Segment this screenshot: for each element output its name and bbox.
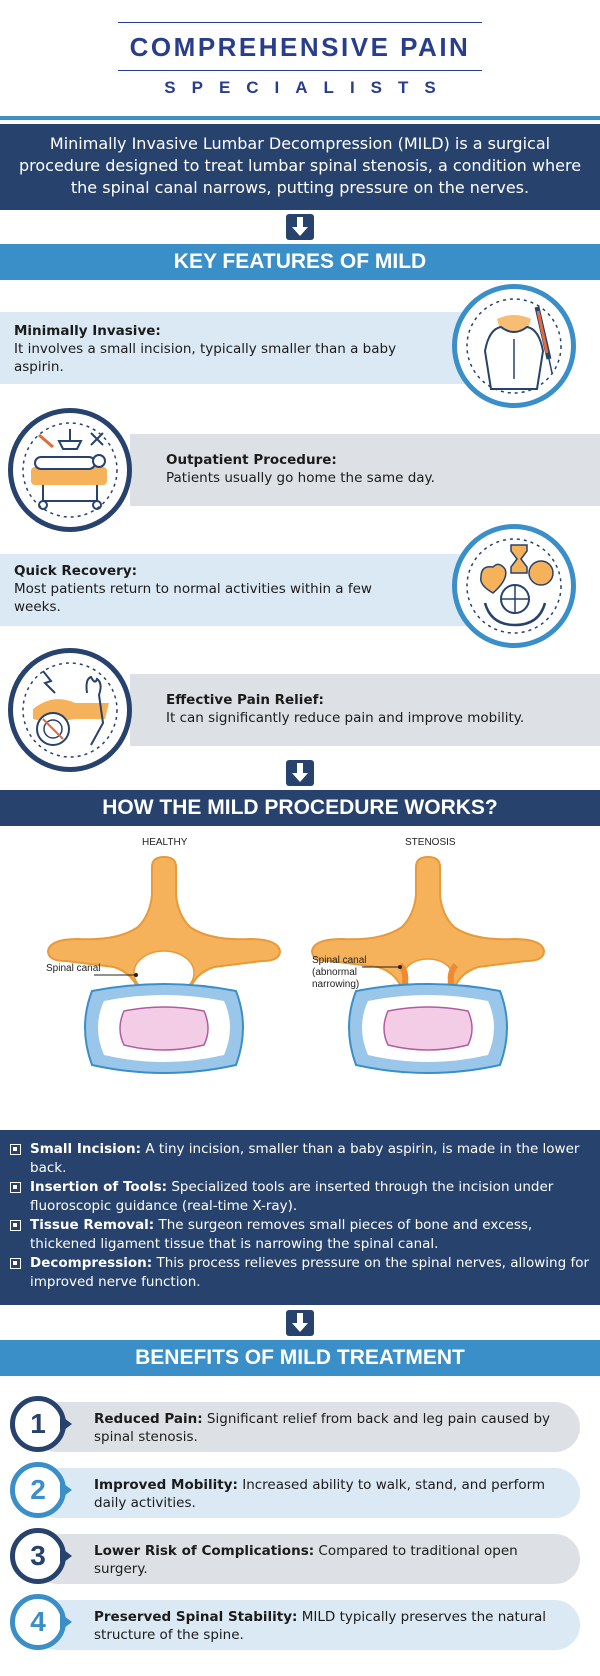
feature-title: Outpatient Procedure: xyxy=(166,452,337,468)
benefit-pill xyxy=(32,1468,580,1518)
feature-quick-recovery: Quick Recovery: Most patients return to … xyxy=(14,562,414,616)
step-term: Decompression: xyxy=(30,1255,153,1271)
checkbox-bullet-icon xyxy=(10,1182,21,1193)
feature-outpatient: Outpatient Procedure: Patients usually g… xyxy=(166,451,586,487)
pointer-icon xyxy=(60,1481,72,1499)
benefits-heading: BENEFITS OF MILD TREATMENT xyxy=(135,1346,465,1369)
key-features-band: KEY FEATURES OF MILD xyxy=(0,244,600,280)
down-arrow-icon xyxy=(286,1310,314,1336)
checkbox-bullet-icon xyxy=(10,1258,21,1269)
benefit-pill xyxy=(32,1402,580,1452)
pointer-icon xyxy=(60,1415,72,1433)
benefit-pill xyxy=(32,1600,580,1650)
feature-minimally-invasive: Minimally Invasive: It involves a small … xyxy=(14,322,444,376)
spine-comparison-diagram xyxy=(46,855,546,1074)
key-features-heading: KEY FEATURES OF MILD xyxy=(173,250,427,273)
healthy-label: HEALTHY xyxy=(142,837,188,848)
benefit-item: 2 Improved Mobility: Increased ability t… xyxy=(10,1462,580,1518)
benefit-term: Improved Mobility: xyxy=(94,1477,238,1493)
procedure-steps-list: Small Incision: A tiny incision, smaller… xyxy=(10,1140,590,1292)
header-stripe xyxy=(0,116,600,120)
benefit-item: 1 Reduced Pain: Significant relief from … xyxy=(10,1396,580,1452)
feature-desc: It can significantly reduce pain and imp… xyxy=(166,710,525,726)
benefit-number: 4 xyxy=(10,1594,66,1650)
benefit-text: Improved Mobility: Increased ability to … xyxy=(94,1476,562,1512)
spinal-canal-annotation: Spinal canal xyxy=(312,955,367,966)
how-it-works-heading: HOW THE MILD PROCEDURE WORKS? xyxy=(102,796,498,819)
benefit-item: 4 Preserved Spinal Stability: MILD typic… xyxy=(10,1594,580,1650)
down-arrow-icon xyxy=(286,214,314,240)
checkbox-bullet-icon xyxy=(10,1220,21,1231)
step-term: Insertion of Tools: xyxy=(30,1179,168,1195)
procedure-step: Insertion of Tools: Specialized tools ar… xyxy=(10,1178,590,1216)
step-text: This process relieves pressure on the sp… xyxy=(30,1255,590,1290)
intro-text: Minimally Invasive Lumbar Decompression … xyxy=(18,134,582,197)
feature-row-bg xyxy=(0,554,470,626)
page-subtitle: SPECIALISTS xyxy=(164,78,452,97)
benefit-number: 1 xyxy=(10,1396,66,1452)
checkbox-bullet-icon xyxy=(10,1144,21,1155)
recovery-hands-icon xyxy=(452,524,576,648)
narrowing-annotation: narrowing) xyxy=(312,979,360,990)
step-text: The surgeon removes small pieces of bone… xyxy=(30,1217,533,1252)
intro-banner: Minimally Invasive Lumbar Decompression … xyxy=(0,124,600,210)
benefit-desc: Significant relief from back and leg pai… xyxy=(94,1411,551,1445)
procedure-step: Tissue Removal: The surgeon removes smal… xyxy=(10,1216,590,1254)
benefit-text: Reduced Pain: Significant relief from ba… xyxy=(94,1410,562,1446)
benefit-number: 2 xyxy=(10,1462,66,1518)
benefit-number: 3 xyxy=(10,1528,66,1584)
benefits-band: BENEFITS OF MILD TREATMENT xyxy=(0,1340,600,1376)
benefit-desc: MILD typically preserves the natural str… xyxy=(94,1609,546,1643)
patient-bed-icon xyxy=(8,408,132,532)
step-term: Tissue Removal: xyxy=(30,1217,155,1233)
stenosis-vertebra xyxy=(310,855,546,1074)
feature-desc: Patients usually go home the same day. xyxy=(166,470,435,486)
benefit-item: 3 Lower Risk of Complications: Compared … xyxy=(10,1528,580,1584)
feature-desc: Most patients return to normal activitie… xyxy=(14,581,372,615)
benefit-desc: Increased ability to walk, stand, and pe… xyxy=(94,1477,546,1511)
pointer-icon xyxy=(60,1547,72,1565)
feature-row-bg xyxy=(130,674,600,746)
procedure-steps-panel: Small Incision: A tiny incision, smaller… xyxy=(0,1130,600,1305)
benefit-pill xyxy=(32,1534,580,1584)
benefit-term: Lower Risk of Complications: xyxy=(94,1543,315,1559)
benefit-term: Preserved Spinal Stability: xyxy=(94,1609,298,1625)
pointer-icon xyxy=(60,1613,72,1631)
healthy-vertebra xyxy=(46,855,282,1074)
step-text: A tiny incision, smaller than a baby asp… xyxy=(30,1141,580,1176)
feature-row-bg xyxy=(130,434,600,506)
feature-title: Quick Recovery: xyxy=(14,563,138,579)
step-term: Small Incision: xyxy=(30,1141,142,1157)
title-top-rule xyxy=(118,22,482,23)
procedure-step: Decompression: This process relieves pre… xyxy=(10,1254,590,1292)
step-text: Specialized tools are inserted through t… xyxy=(30,1179,554,1214)
procedure-step: Small Incision: A tiny incision, smaller… xyxy=(10,1140,590,1178)
page-title: COMPREHENSIVE PAIN xyxy=(129,32,471,62)
stenosis-label: STENOSIS xyxy=(405,837,456,848)
down-arrow-icon xyxy=(286,760,314,786)
feature-row-bg xyxy=(0,312,470,384)
feature-desc: It involves a small incision, typically … xyxy=(14,341,397,375)
benefit-term: Reduced Pain: xyxy=(94,1411,203,1427)
feature-title: Minimally Invasive: xyxy=(14,323,161,339)
spinal-canal-annotation: Spinal canal xyxy=(46,963,101,974)
benefit-desc: Compared to traditional open surgery. xyxy=(94,1543,518,1577)
feature-title: Effective Pain Relief: xyxy=(166,692,324,708)
abnormal-annotation: (abnormal xyxy=(312,967,358,978)
title-middle-rule xyxy=(118,70,482,71)
benefit-text: Lower Risk of Complications: Compared to… xyxy=(94,1542,562,1578)
how-it-works-band: HOW THE MILD PROCEDURE WORKS? xyxy=(0,790,600,826)
feature-pain-relief: Effective Pain Relief: It can significan… xyxy=(166,691,586,727)
pain-relief-icon xyxy=(8,648,132,772)
benefit-text: Preserved Spinal Stability: MILD typical… xyxy=(94,1608,562,1644)
syringe-torso-icon xyxy=(452,284,576,408)
